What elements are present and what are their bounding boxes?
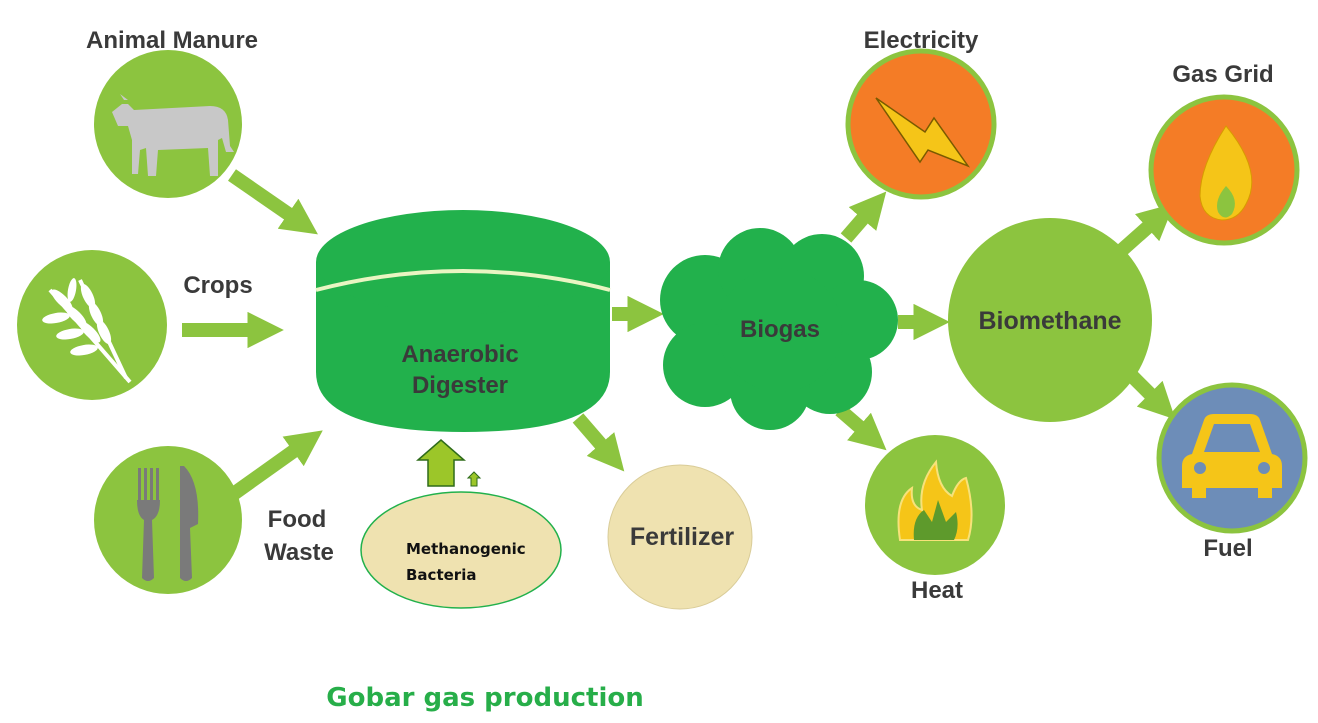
label-waste: Waste [264,539,334,566]
up-arrow-icon [415,439,482,487]
node-fertilizer [607,464,753,610]
node-food-waste [94,446,242,594]
label-heat: Heat [911,577,963,604]
label-biogas: Biogas [740,316,820,343]
arrow-manure-to-digester [228,169,318,235]
label-crops: Crops [183,272,252,299]
flame-icon [1199,125,1253,221]
node-crops [17,250,167,400]
node-methanogenic-bacteria [360,491,562,609]
arrow-digester-to-fertilizer [572,413,625,472]
label-digester: Digester [412,372,508,399]
label-fuel: Fuel [1203,535,1252,562]
arrow-food-to-digester [227,430,323,501]
node-biogas [660,228,898,430]
label-methanogenic: Methanogenic [406,540,526,558]
arrow-biogas-to-heat [835,404,887,451]
fork-knife-icon [137,466,199,581]
cow-icon [112,94,234,176]
flow-arrows [182,169,1176,501]
node-animal-manure [94,50,242,198]
node-heat [865,435,1005,575]
node-electricity [845,48,997,200]
arrow-biomethane-to-gasgrid [1117,203,1175,256]
label-bacteria: Bacteria [406,566,476,584]
diagram-caption: Gobar gas production [326,683,643,713]
lightning-icon [875,97,971,168]
label-biomethane: Biomethane [978,307,1121,335]
node-fuel [1156,382,1308,534]
arrow-biogas-to-electricity [840,191,887,243]
label-electricity: Electricity [864,27,979,54]
label-anaerobic: Anaerobic [401,341,518,368]
label-animal-manure: Animal Manure [86,27,258,54]
label-fertilizer: Fertilizer [630,523,734,551]
node-gas-grid [1148,94,1300,246]
node-anaerobic-digester [315,210,611,432]
fire-icon [897,459,973,541]
node-biomethane [948,218,1152,422]
label-gas-grid: Gas Grid [1172,61,1273,88]
label-food: Food [268,506,327,533]
wheat-icon [42,278,132,384]
car-icon [1182,414,1282,498]
